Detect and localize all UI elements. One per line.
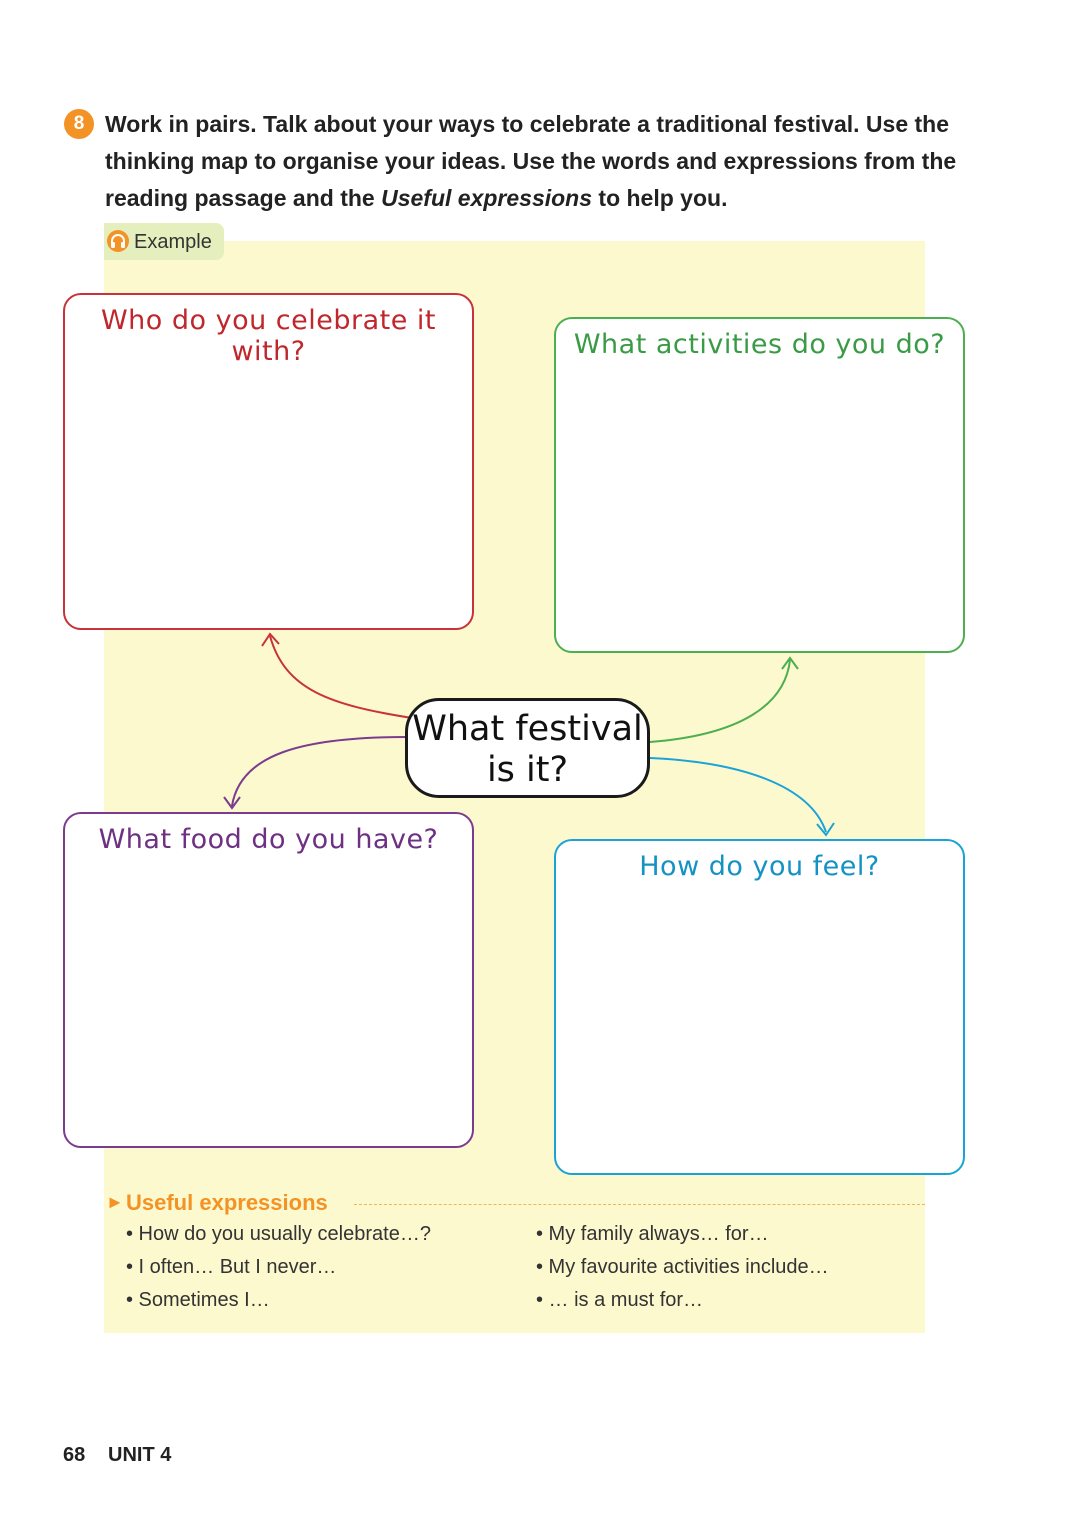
instruction-italic: Useful expressions <box>381 185 593 211</box>
arrowhead-who <box>261 632 280 647</box>
box-activities[interactable]: What activities do you do? <box>554 317 965 653</box>
question-food: What food do you have? <box>98 824 439 855</box>
useful-expressions-title: Useful expressions <box>126 1190 336 1216</box>
connector-feel <box>649 757 827 833</box>
headphones-icon <box>107 230 129 252</box>
expression-item: • How do you usually celebrate…? <box>126 1223 431 1245</box>
example-label: Example <box>134 231 212 253</box>
box-feelings[interactable]: How do you feel? <box>554 839 965 1175</box>
question-activities: What activities do you do? <box>573 329 946 360</box>
expression-item: • … is a must for… <box>536 1289 704 1311</box>
example-audio-button[interactable]: Example <box>104 223 224 260</box>
arrowhead-food <box>223 796 241 810</box>
expression-item: • Sometimes I… <box>126 1289 270 1311</box>
arrowhead-feel <box>816 822 835 837</box>
arrow-right-icon: ► <box>106 1192 124 1212</box>
connector-food <box>231 736 408 807</box>
expression-item: • I often… But I never… <box>126 1256 337 1278</box>
dashed-divider <box>354 1204 925 1205</box>
center-festival-bubble[interactable]: What festival is it? <box>405 698 650 798</box>
connector-activities <box>649 659 791 743</box>
arrowhead-activities <box>781 656 799 670</box>
center-question: What festival is it? <box>412 709 643 790</box>
expression-item: • My family always… for… <box>536 1223 769 1245</box>
connector-who <box>269 635 413 719</box>
unit-label: UNIT 4 <box>108 1444 172 1466</box>
box-food[interactable]: What food do you have? <box>63 812 474 1148</box>
task-number-badge: 8 <box>64 109 94 139</box>
task-instruction: Work in pairs. Talk about your ways to c… <box>105 106 1005 217</box>
question-feel: How do you feel? <box>639 851 880 882</box>
question-who: Who do you celebrate it with? <box>100 305 437 367</box>
useful-expressions-header: ► Useful expressions <box>104 1190 925 1220</box>
instruction-text-1: Work in pairs. Talk about your ways to c… <box>105 111 957 211</box>
expression-item: • My favourite activities include… <box>536 1256 829 1278</box>
instruction-text-2: to help you. <box>592 185 728 211</box>
box-who-celebrate[interactable]: Who do you celebrate it with? <box>63 293 474 630</box>
page-number: 68 <box>63 1444 86 1466</box>
